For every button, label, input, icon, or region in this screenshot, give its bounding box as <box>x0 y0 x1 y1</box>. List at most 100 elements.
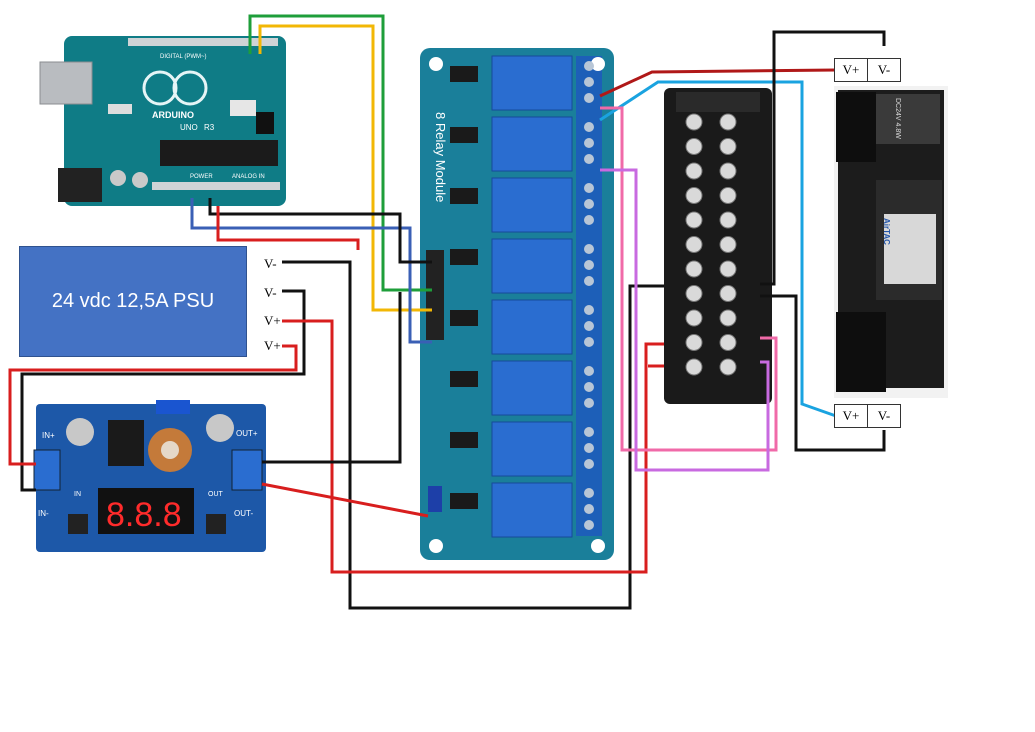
optocoupler-4 <box>450 249 478 265</box>
relay-screw <box>584 260 594 270</box>
relay-screw <box>584 504 594 514</box>
terminal-screw <box>685 285 703 302</box>
terminal-screw <box>719 309 737 327</box>
terminal-screw <box>719 236 737 253</box>
relay-screw <box>584 154 594 164</box>
terminal-screw <box>719 211 737 229</box>
valve-top-vminus: V- <box>867 59 900 81</box>
relay-screw <box>584 61 594 71</box>
relay-4 <box>491 238 573 294</box>
wire-green <box>248 14 432 292</box>
wire-pink <box>600 106 778 452</box>
terminal-screw <box>719 113 737 131</box>
relay-screw <box>584 183 594 193</box>
relay-module-label: 8 Relay Module <box>433 112 448 202</box>
relay-6 <box>491 360 573 416</box>
relay-screw <box>584 488 594 498</box>
solenoid-valve: DC24V 4.8W AirTAC <box>834 86 948 398</box>
relay-blocks <box>450 55 594 538</box>
relay-screw <box>584 276 594 286</box>
relay-screw <box>584 77 594 87</box>
wire-cyan-relay <box>599 80 837 418</box>
terminal-screw <box>685 309 703 327</box>
wire-red-5v <box>216 206 360 250</box>
relay-screw <box>584 305 594 315</box>
buck-in-label: IN <box>74 491 81 498</box>
relay-screw <box>584 459 594 469</box>
relay-3 <box>491 177 573 233</box>
terminal-screw <box>685 138 703 155</box>
optocoupler-5 <box>450 310 478 326</box>
relay-screw <box>584 93 594 103</box>
arduino-power-label: POWER <box>190 174 213 180</box>
arduino-analog-label: ANALOG IN <box>232 174 265 180</box>
arduino-brand: ARDUINO <box>152 110 194 120</box>
wire-black-buck-out <box>262 292 402 464</box>
wire-black-gnd <box>208 198 432 264</box>
valve-terminal-bottom: V+ V- <box>834 404 901 428</box>
psu-terminal-vminus-2: V- <box>264 285 277 300</box>
arduino-digital-label: DIGITAL (PWM~) <box>160 54 207 60</box>
valve-terminal-top: V+ V- <box>834 58 901 82</box>
terminal-screw <box>719 285 737 302</box>
buck-in-plus: IN+ <box>42 431 55 440</box>
arduino-rev: R3 <box>204 123 215 132</box>
optocoupler-2 <box>450 127 478 143</box>
terminal-screw <box>685 334 703 351</box>
relay-screw <box>584 244 594 254</box>
valve-brand: AirTAC <box>882 218 891 245</box>
wire-red-buck-out <box>261 482 429 518</box>
valve-top-vplus: V+ <box>842 62 860 77</box>
arduino-board: ARDUINO UNO R3 DIGITAL (PWM~) ANALOG IN … <box>39 36 286 206</box>
buck-in-minus: IN- <box>38 509 49 518</box>
psu-terminal-vplus-2: V+ <box>264 338 281 353</box>
relay-screw <box>584 321 594 331</box>
buck-converter: 8.8.8 IN+ IN- OUT+ OUT- IN OUT <box>33 400 266 552</box>
buck-display: 8.8.8 <box>106 496 182 534</box>
optocoupler-1 <box>450 66 478 82</box>
relay-screw <box>584 382 594 392</box>
relay-screw <box>584 366 594 376</box>
terminal-screw <box>719 260 737 278</box>
terminal-screw <box>719 358 737 376</box>
psu-terminal-vplus-1: V+ <box>264 313 281 328</box>
terminal-screw <box>685 113 703 131</box>
relay-2 <box>491 116 573 172</box>
psu-box: 24 vdc 12,5A PSU <box>19 246 247 357</box>
terminal-block <box>664 88 772 404</box>
terminal-screw <box>685 211 703 229</box>
psu-label: 24 vdc 12,5A PSU <box>51 290 215 312</box>
valve-spec: DC24V 4.8W <box>894 98 901 139</box>
terminal-screw <box>685 236 703 253</box>
buck-out-minus: OUT- <box>234 509 253 518</box>
relay-5 <box>491 299 573 355</box>
relay-screw <box>584 443 594 453</box>
buck-out-label: OUT <box>208 491 224 498</box>
relay-screw <box>584 337 594 347</box>
wire-black-psu2 <box>20 289 306 492</box>
terminal-screw <box>685 260 703 278</box>
wire-black-valve-top <box>760 30 886 286</box>
wire-red-psu2 <box>8 344 298 466</box>
relay-screw <box>584 138 594 148</box>
optocoupler-7 <box>450 432 478 448</box>
wire-blue <box>190 198 432 344</box>
optocoupler-8 <box>450 493 478 509</box>
arduino-model: UNO <box>180 123 198 132</box>
terminal-screw <box>685 162 703 180</box>
relay-screw <box>584 520 594 530</box>
relay-screw <box>584 398 594 408</box>
terminal-screw <box>719 162 737 180</box>
wire-red-psu1 <box>282 319 664 574</box>
wire-violet <box>600 168 770 472</box>
relay-screw <box>584 122 594 132</box>
relay-screw <box>584 427 594 437</box>
optocoupler-3 <box>450 188 478 204</box>
terminal-screw <box>685 358 703 376</box>
valve-bottom-vplus: V+ <box>842 408 860 423</box>
terminal-screw <box>719 187 737 204</box>
terminal-screw <box>685 187 703 204</box>
wire-yellow <box>258 24 432 312</box>
terminal-screws <box>685 113 737 376</box>
relay-7 <box>491 421 573 477</box>
